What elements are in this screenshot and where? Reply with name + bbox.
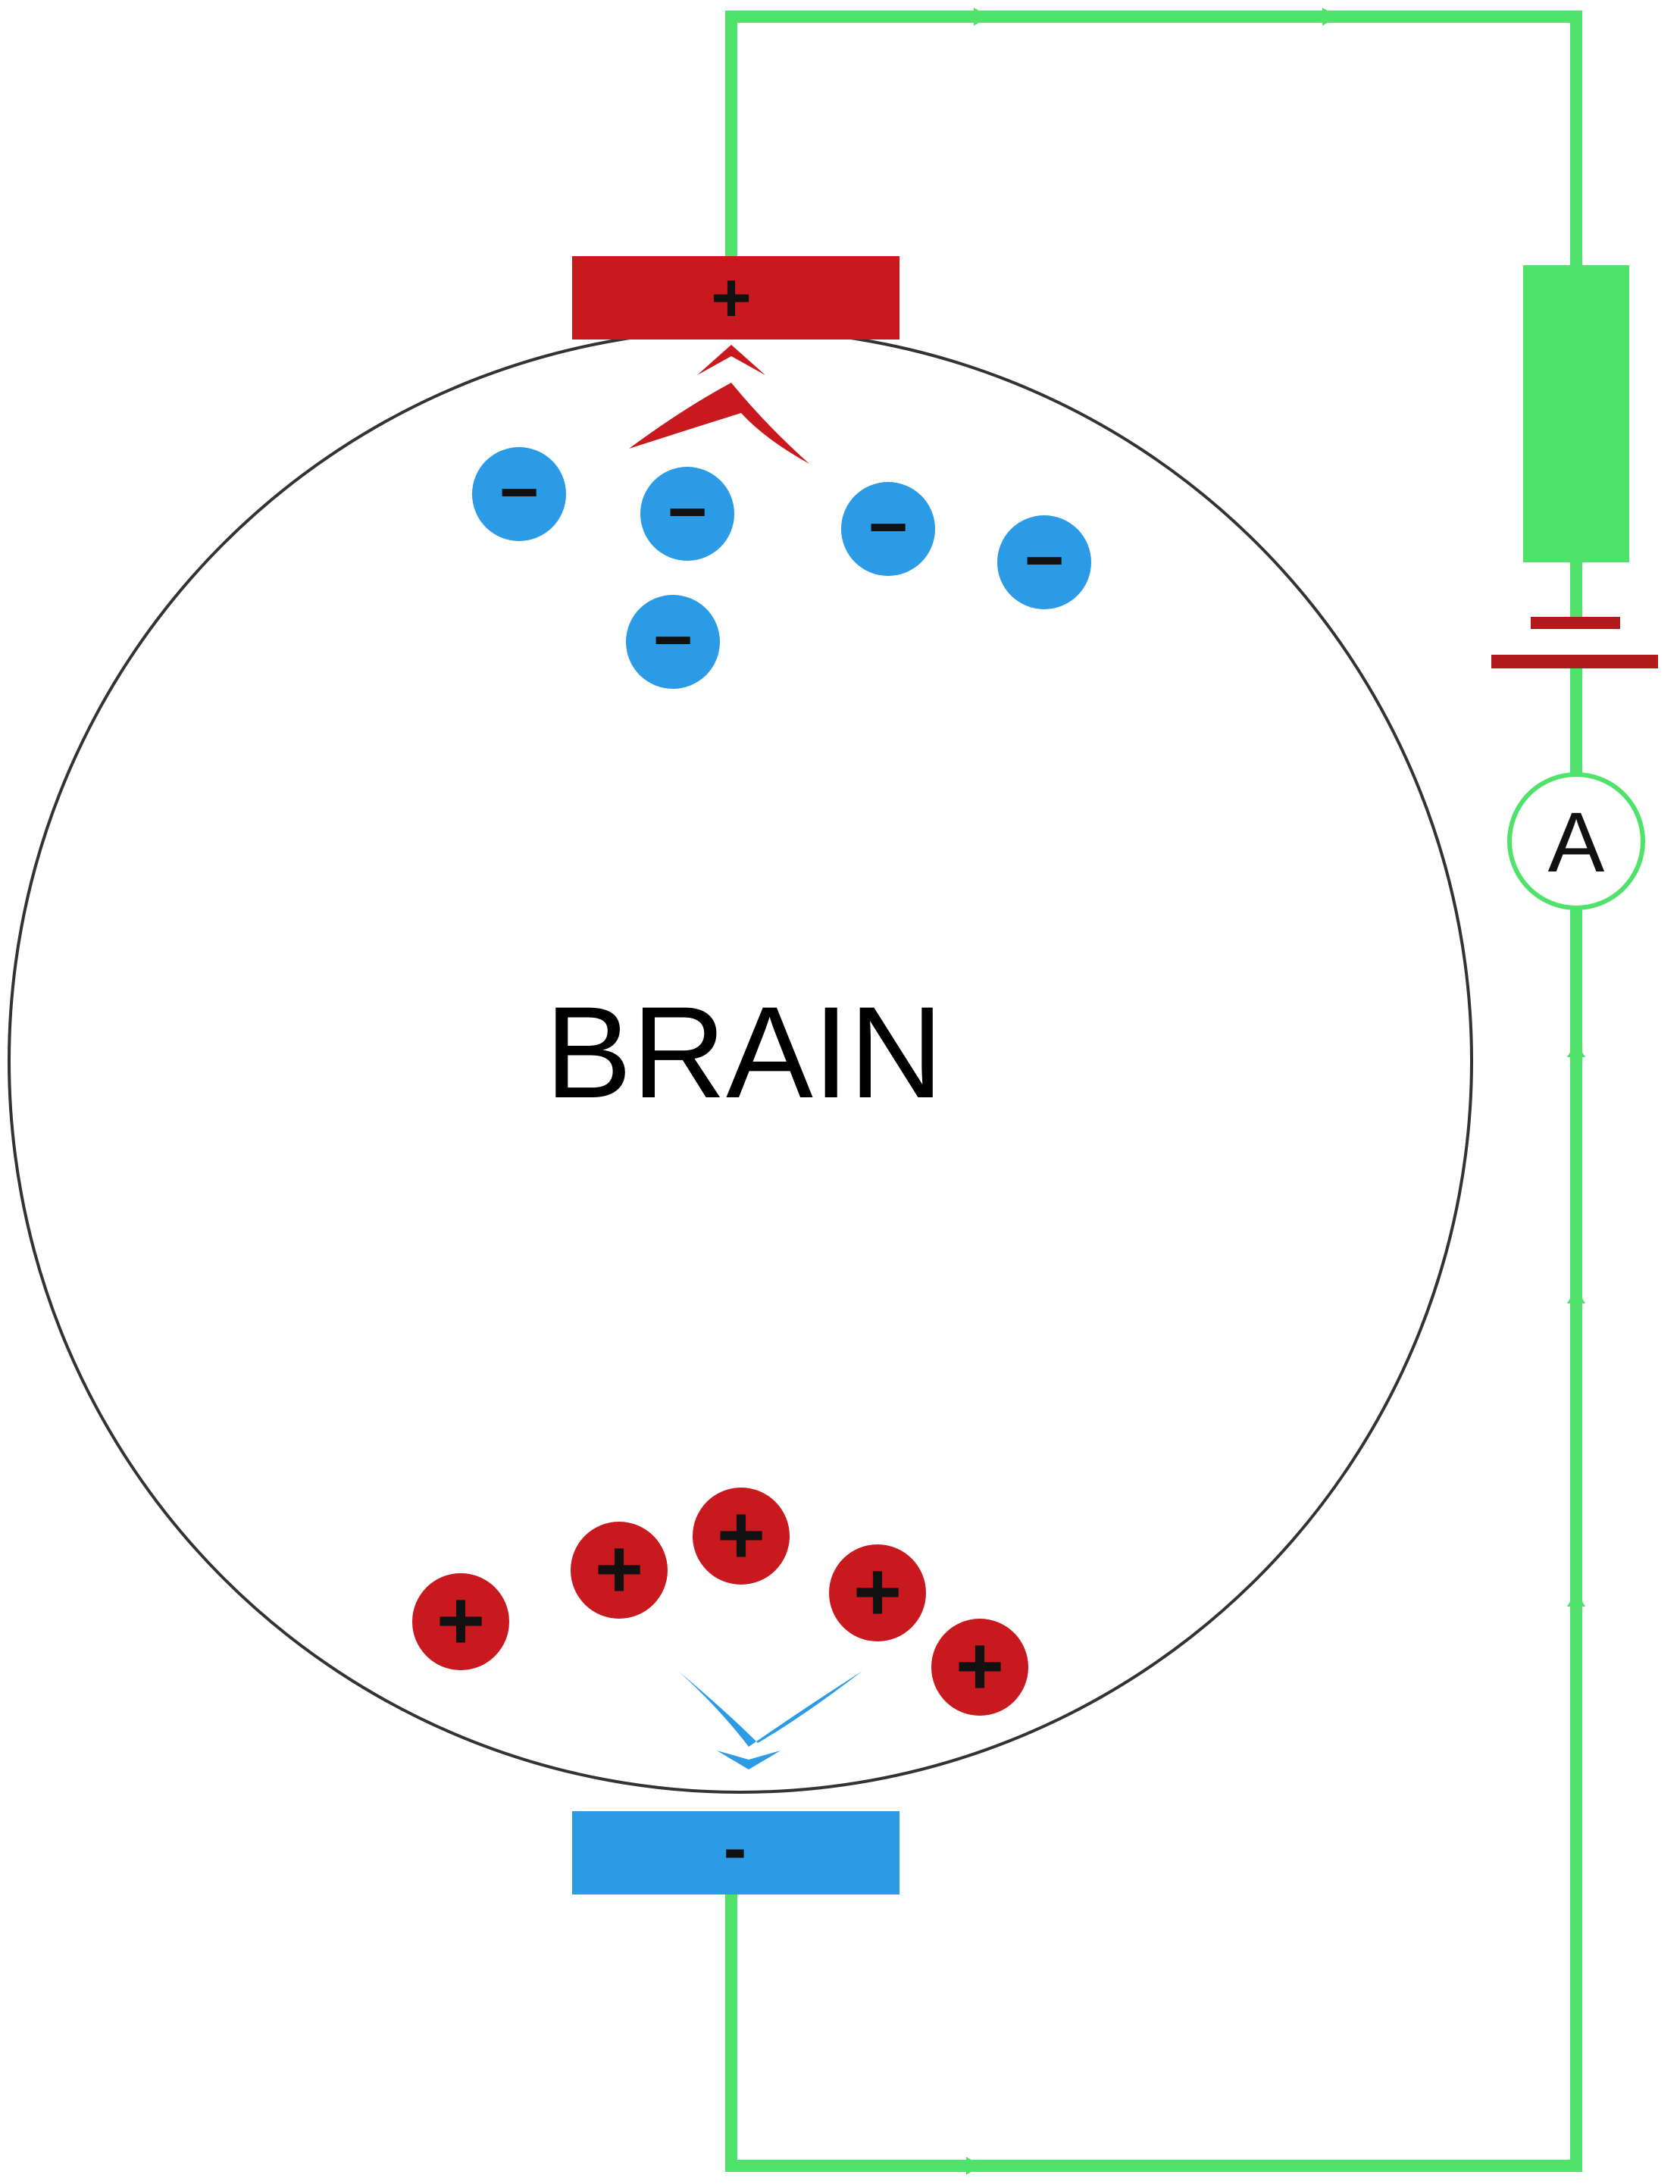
positive-charge: + <box>693 1488 790 1585</box>
ammeter-label: A <box>1548 795 1605 890</box>
svg-text:+: + <box>436 1574 485 1667</box>
wire-arrow-marker <box>974 8 989 26</box>
ammeter-circle <box>1507 772 1645 910</box>
negative-charge: − <box>626 595 720 689</box>
negative-electrode-symbol: - <box>724 1810 747 1887</box>
wire-arrow-marker <box>966 2157 981 2175</box>
positive-charge: + <box>571 1522 668 1619</box>
svg-text:−: − <box>653 602 693 678</box>
positive-electrode-symbol: + <box>711 259 752 336</box>
negative-electrode: - <box>572 1810 899 1895</box>
battery-short-plate <box>1531 617 1620 629</box>
positive-electrode: + <box>572 256 899 339</box>
ammeter: A <box>1507 772 1645 910</box>
positive-charge: + <box>412 1573 509 1670</box>
wire-direction-markers <box>966 8 1585 2175</box>
battery <box>1491 617 1658 668</box>
svg-text:−: − <box>668 474 708 550</box>
brain-label: BRAIN <box>545 980 943 1125</box>
battery-long-plate <box>1491 655 1658 668</box>
negative-charge: − <box>640 467 734 561</box>
wire-arrow-marker <box>1322 8 1337 26</box>
svg-text:+: + <box>717 1488 765 1582</box>
negative-charges: − − − − − <box>472 447 1091 689</box>
negative-charge: − <box>472 447 566 541</box>
wire-top <box>725 11 1582 265</box>
svg-text:−: − <box>499 455 540 530</box>
svg-text:+: + <box>956 1619 1004 1713</box>
svg-text:+: + <box>853 1545 902 1638</box>
svg-text:−: − <box>868 490 909 565</box>
resistor <box>1523 265 1629 562</box>
wire-bottom <box>725 908 1582 2172</box>
negative-electrode-plate <box>572 1811 899 1895</box>
wire-arrow-marker <box>1567 1042 1585 1057</box>
svg-text:−: − <box>1025 523 1065 599</box>
wire-arrow-marker <box>1567 1288 1585 1303</box>
svg-text:+: + <box>595 1522 643 1616</box>
positive-electrode-plate <box>572 256 899 339</box>
positive-charges: + + + + + <box>412 1488 1028 1716</box>
negative-charge: − <box>997 515 1091 609</box>
positive-charge: + <box>829 1544 926 1641</box>
wire-arrow-marker <box>1567 1591 1585 1607</box>
positive-charge: + <box>931 1619 1028 1716</box>
circuit-wire <box>725 11 1582 2172</box>
negative-charge: − <box>841 482 935 576</box>
red-arrow-icon <box>629 345 809 464</box>
